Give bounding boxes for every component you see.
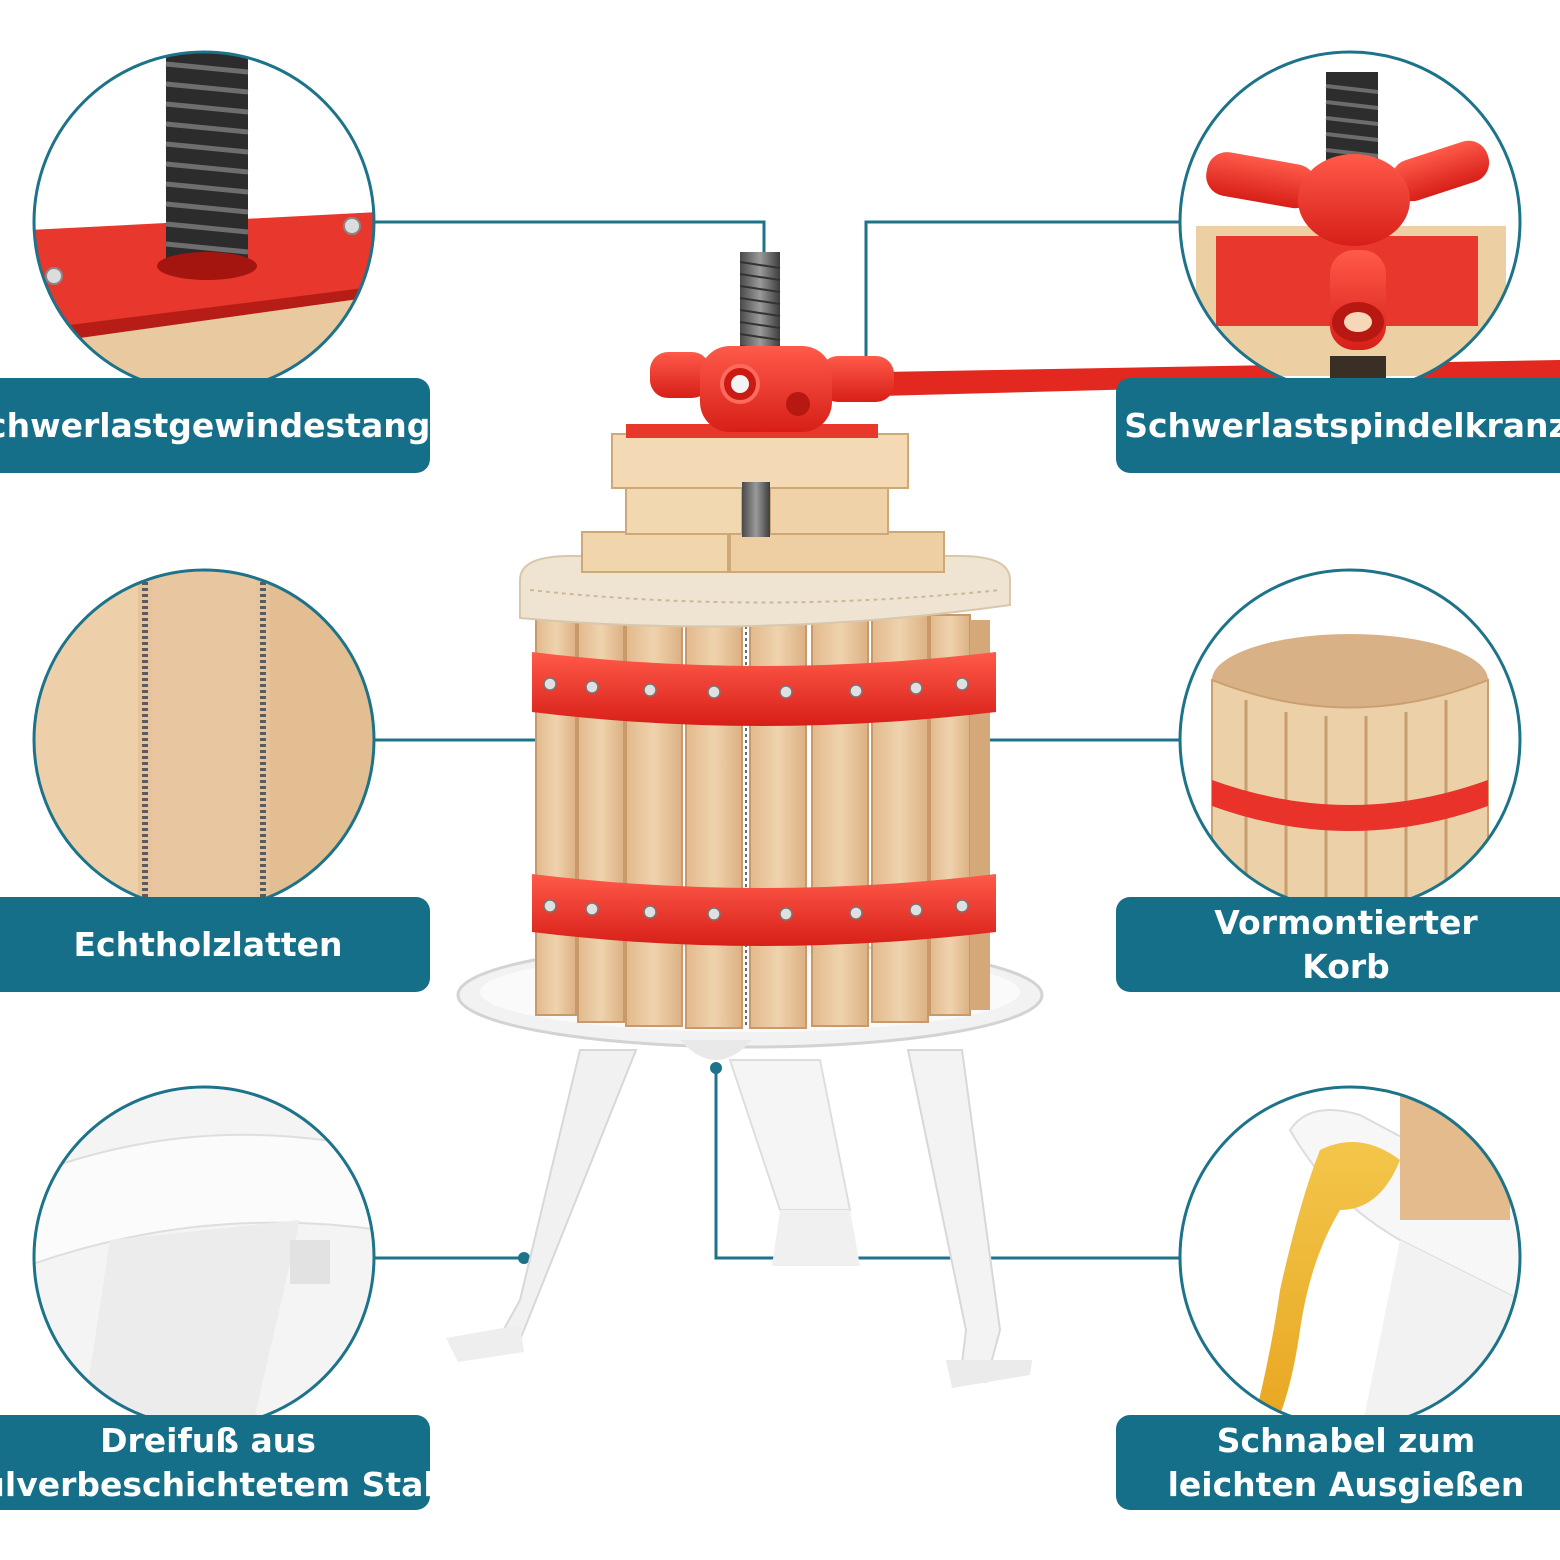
label-spout-line2: leichten Ausgießen <box>1167 1464 1525 1504</box>
label-tripod-line1: Dreifuß aus <box>100 1420 316 1460</box>
detail-rod <box>32 50 376 394</box>
label-spout: Schnabel zum leichten Ausgießen <box>1116 1415 1560 1510</box>
label-crank-text: Schwerlastspindelkranz <box>1124 405 1560 445</box>
label-basket: Vormontierter Korb <box>1116 897 1560 992</box>
barrel-hoops <box>532 652 996 946</box>
tripod-legs <box>446 1049 1032 1388</box>
detail-spout <box>1178 1085 1522 1429</box>
label-crank: Schwerlastspindelkranz <box>1116 378 1560 473</box>
label-tripod-line2: pulverbeschichtetem Stahl <box>0 1464 430 1504</box>
pressing-blocks <box>581 424 945 573</box>
detail-slats <box>32 568 376 912</box>
label-basket-line1: Vormontierter <box>1214 902 1478 942</box>
label-basket-line2: Korb <box>1302 946 1390 986</box>
fruit-press <box>446 252 1560 1388</box>
label-rod: Schwerlastgewindestange <box>0 378 430 473</box>
label-slats-text: Echtholzlatten <box>73 924 343 964</box>
label-tripod: Dreifuß aus pulverbeschichtetem Stahl <box>0 1415 430 1510</box>
label-slats: Echtholzlatten <box>0 897 430 992</box>
detail-tripod <box>32 1085 376 1429</box>
label-rod-text: Schwerlastgewindestange <box>0 405 430 445</box>
filter-mesh <box>519 555 1011 628</box>
detail-crank <box>1178 50 1522 394</box>
connector-rod <box>374 220 766 258</box>
detail-basket <box>1178 568 1522 912</box>
connector-spout <box>714 1068 1180 1260</box>
label-spout-line1: Schnabel zum <box>1216 1420 1476 1460</box>
connector-crank <box>864 220 1180 362</box>
